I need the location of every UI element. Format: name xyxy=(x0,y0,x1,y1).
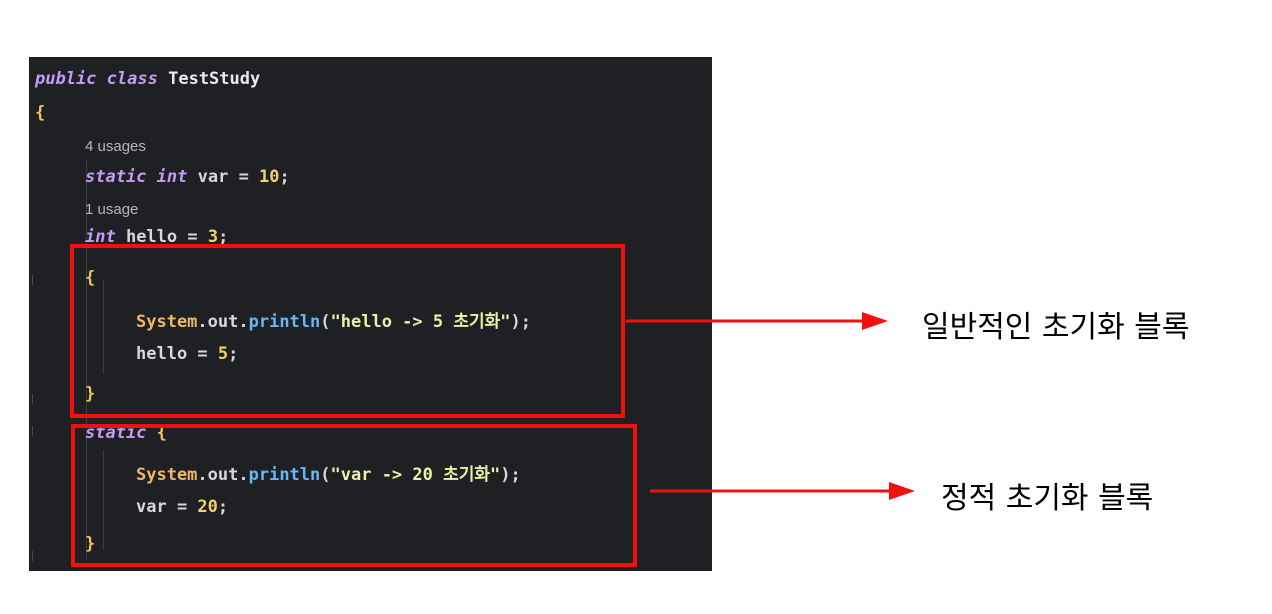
brace: { xyxy=(85,268,96,288)
code-line-println-hello: System.out.println("hello -> 5 초기화"); xyxy=(136,307,531,332)
fold-marker-icon[interactable] xyxy=(32,275,37,285)
code-line-instance-block-open: { xyxy=(85,268,95,288)
paren: ( xyxy=(320,465,331,485)
semicolon: ; xyxy=(279,167,290,187)
indent-guide xyxy=(103,450,104,550)
code-line-static-var: static int var = 10; xyxy=(85,167,290,187)
indent-guide xyxy=(103,279,104,374)
system-class: System xyxy=(136,465,198,485)
semicolon: ; xyxy=(228,344,239,364)
brace: } xyxy=(85,384,96,404)
fold-marker-icon[interactable] xyxy=(32,551,37,561)
static-block-label: 정적 초기화 블록 xyxy=(941,481,1154,516)
dot-out: .out. xyxy=(197,312,249,332)
hello-declaration: hello = xyxy=(115,227,208,247)
keyword-int: int xyxy=(156,167,188,187)
brace: } xyxy=(85,534,96,554)
code-line-open-brace: { xyxy=(35,103,45,123)
hello-assign: hello = xyxy=(136,344,218,364)
number-literal: 20 xyxy=(197,497,218,517)
arrow-static-block xyxy=(650,482,915,500)
paren: ( xyxy=(320,312,331,332)
dot-out: .out. xyxy=(197,465,249,485)
keyword-class: class xyxy=(106,69,158,89)
string-literal: "hello -> 5 초기화" xyxy=(330,312,511,332)
println-method: println xyxy=(248,465,321,485)
indent-guide xyxy=(86,159,87,559)
static-block-highlight xyxy=(71,424,637,567)
semicolon: ; xyxy=(217,497,229,517)
arrow-instance-block xyxy=(626,312,888,330)
string-literal: "var -> 20 초기화" xyxy=(330,465,501,485)
code-line-println-var: System.out.println("var -> 20 초기화"); xyxy=(136,460,521,485)
code-line-static-block-close: } xyxy=(85,534,95,554)
keyword-int: int xyxy=(85,227,116,247)
code-line-static-block-open: static { xyxy=(85,423,167,443)
number-literal: 3 xyxy=(207,227,219,247)
semicolon: ; xyxy=(218,227,229,247)
keyword-static: static xyxy=(85,423,147,443)
code-line-class-declaration: public class TestStudy xyxy=(35,69,260,89)
brace: { xyxy=(146,423,167,443)
fold-marker-icon[interactable] xyxy=(32,426,37,436)
code-line-var-assign: var = 20; xyxy=(136,497,228,517)
number-literal: 10 xyxy=(259,167,280,187)
println-method: println xyxy=(248,312,321,332)
usage-hint[interactable]: 1 usage xyxy=(85,201,139,218)
instance-block-highlight xyxy=(70,244,625,418)
var-declaration: var = xyxy=(187,167,260,187)
keyword-public: public xyxy=(35,69,97,89)
number-literal: 5 xyxy=(217,344,229,364)
system-class: System xyxy=(136,312,198,332)
code-line-int-hello: int hello = 3; xyxy=(85,227,228,247)
code-line-hello-assign: hello = 5; xyxy=(136,344,238,364)
brace: { xyxy=(35,103,46,123)
code-editor-panel: public class TestStudy { 4 usages static… xyxy=(29,57,712,571)
code-line-instance-block-close: } xyxy=(85,384,95,404)
fold-marker-icon[interactable] xyxy=(32,394,37,404)
instance-block-label: 일반적인 초기화 블록 xyxy=(922,310,1190,345)
keyword-static: static xyxy=(85,167,147,187)
class-name: TestStudy xyxy=(168,69,261,89)
var-assign: var = xyxy=(136,497,198,517)
paren: ); xyxy=(500,465,521,485)
usage-hint[interactable]: 4 usages xyxy=(85,138,146,155)
paren: ); xyxy=(510,312,531,332)
